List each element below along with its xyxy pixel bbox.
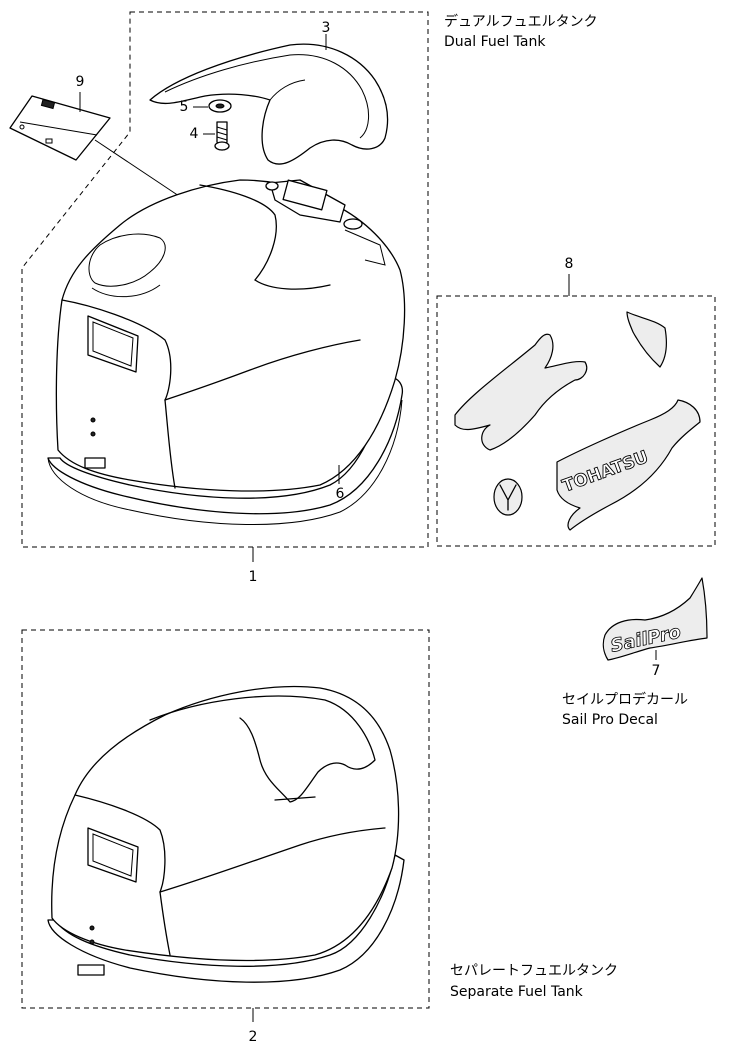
callout-2: 2 [248, 1029, 258, 1045]
callout-9: 9 [75, 74, 85, 90]
engine-cover-separate [47, 685, 405, 983]
separate-tank-label-jp: セパレートフュエルタンク [450, 963, 618, 979]
callout-4: 4 [189, 126, 199, 142]
decal-fin [626, 311, 667, 368]
dual-tank-label-jp: デュアルフュエルタンク [444, 14, 598, 30]
engine-cover-dual [47, 179, 406, 526]
part-7-sailpro-decal: SailPro [602, 577, 708, 661]
dual-tank-label-en: Dual Fuel Tank [444, 34, 546, 50]
sailpro-label-jp: セイルプロデカール [562, 692, 688, 708]
callout-8: 8 [564, 256, 574, 272]
part-4-screw [214, 121, 230, 151]
group-1-boundary [21, 11, 429, 548]
part-5-washer [208, 99, 232, 113]
callout-7: 7 [651, 663, 661, 679]
callout-5: 5 [179, 99, 189, 115]
part-9-label-sticker [9, 95, 111, 161]
decal-emblem [493, 478, 523, 516]
part-3-top-cover [149, 43, 389, 165]
group-8-boundary [436, 295, 716, 547]
sailpro-label-en: Sail Pro Decal [562, 712, 658, 728]
decal-tohatsu: TOHATSU [556, 399, 701, 531]
callout-3: 3 [321, 20, 331, 36]
group-2-boundary [21, 629, 430, 1009]
callout-6: 6 [335, 486, 345, 502]
decal-stripe-upper [454, 333, 588, 451]
callout-1: 1 [248, 569, 258, 585]
separate-tank-label-en: Separate Fuel Tank [450, 984, 583, 1000]
part-6-seal [47, 377, 404, 515]
